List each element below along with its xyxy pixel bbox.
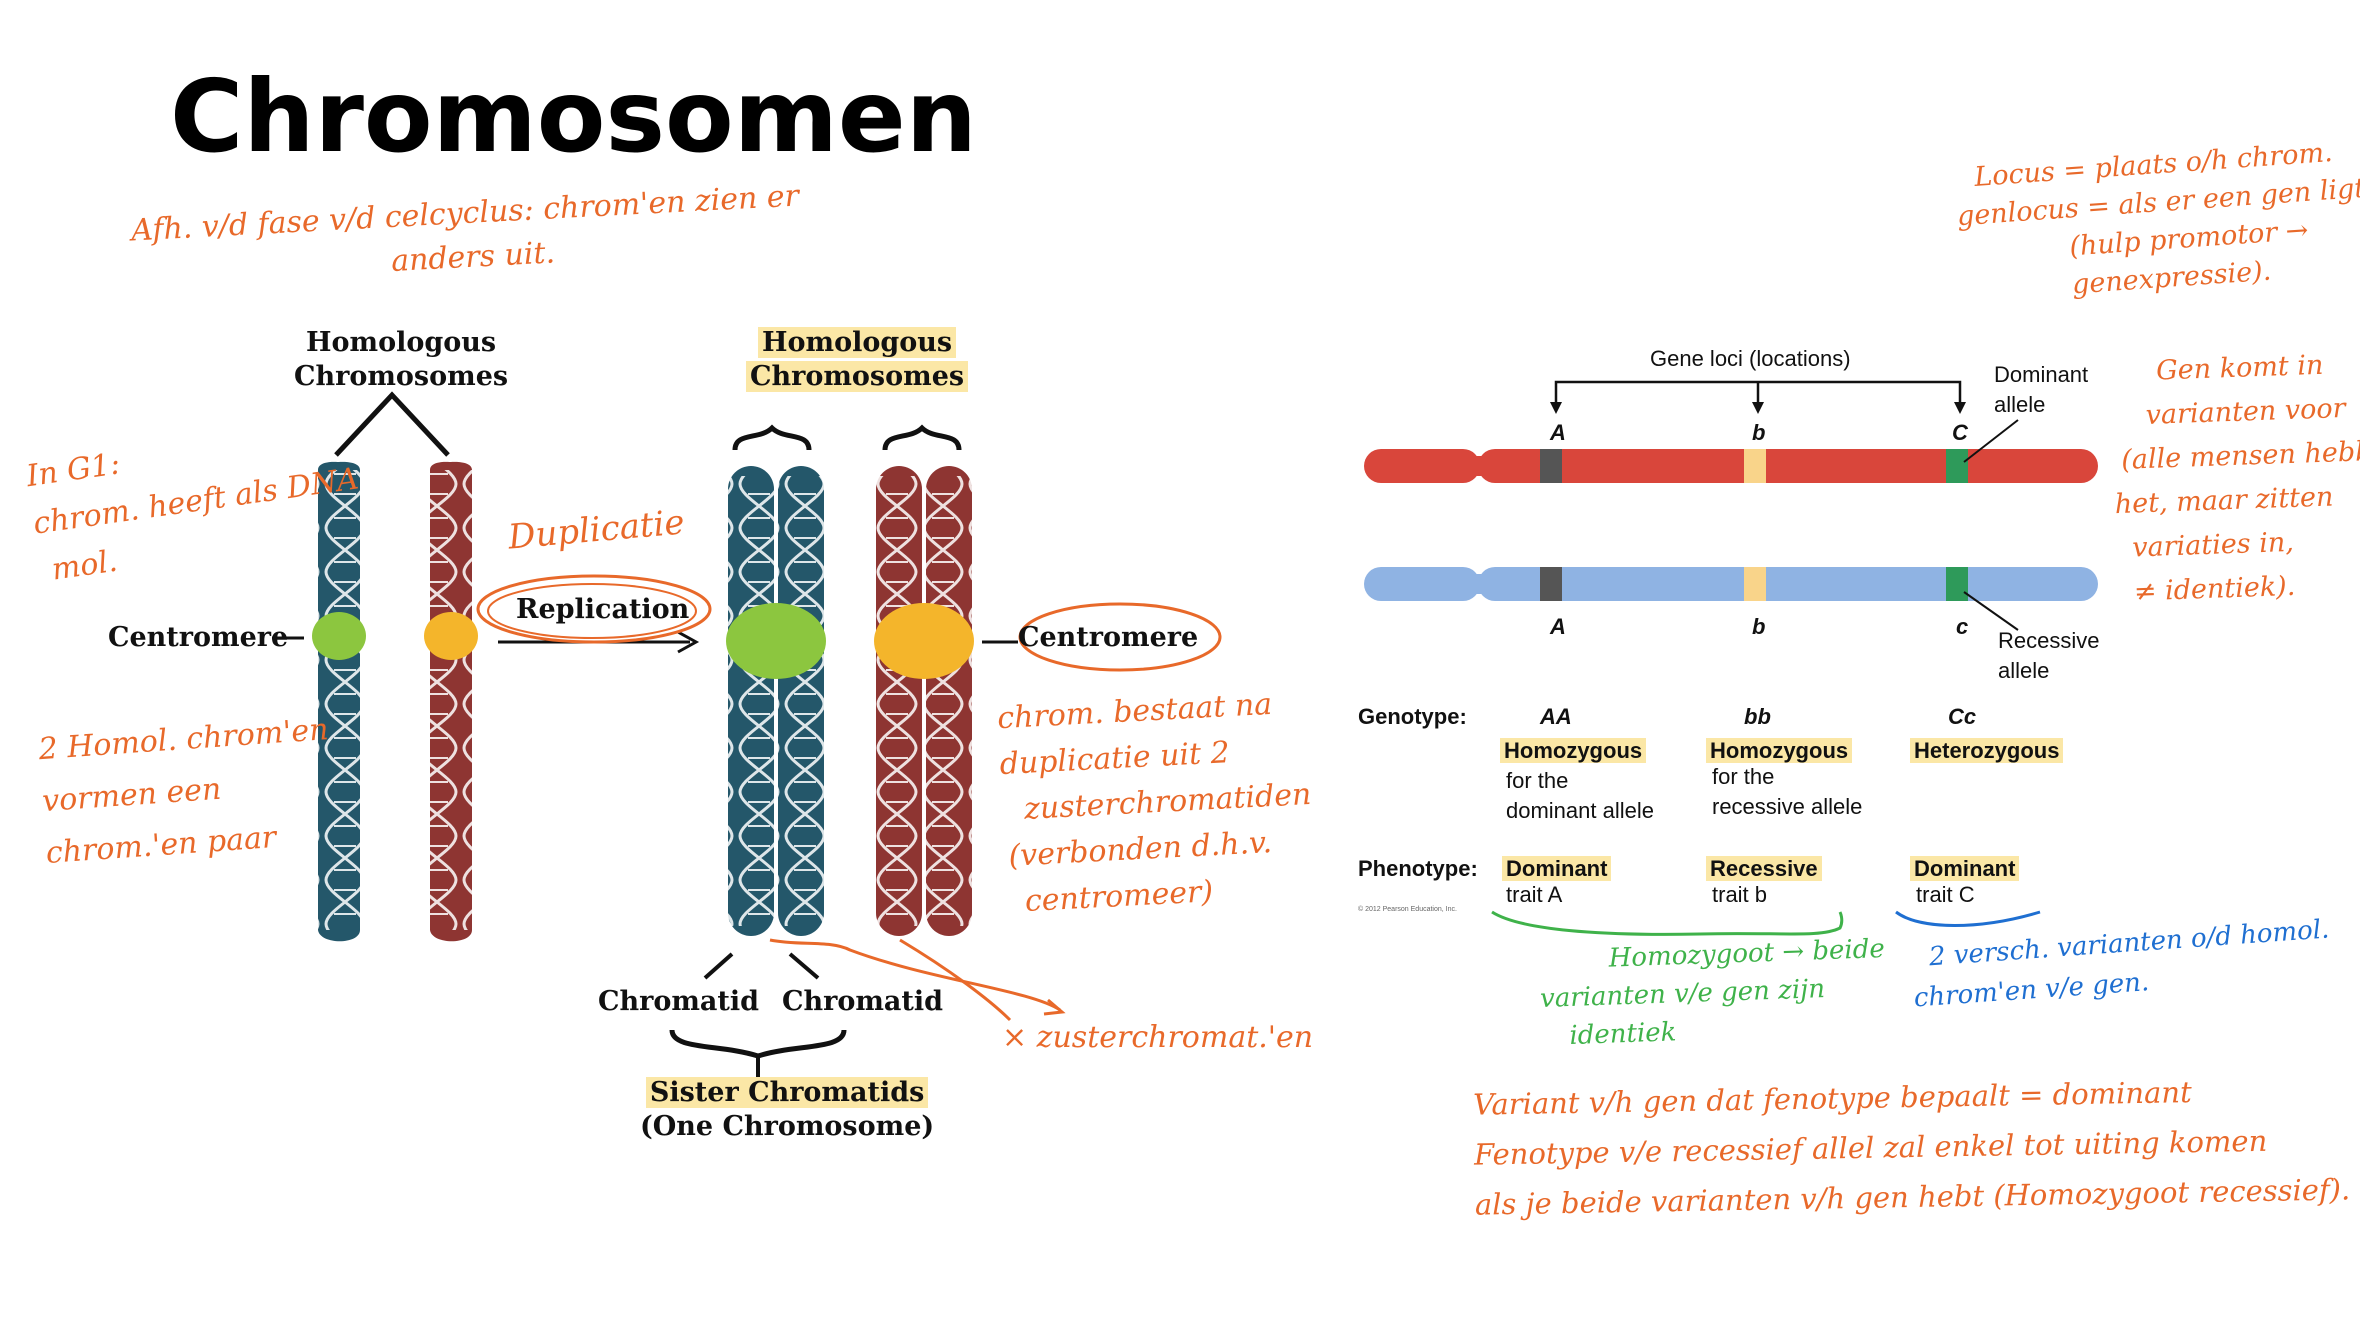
centromere-green-right [726,603,826,679]
trait-col-1: trait A [1506,882,1563,907]
phenotype-col-3: Dominant [1910,856,2020,882]
allele-top-a: A [1550,420,1566,445]
note-bottom: Variant v/h gen dat fenotype bepaalt = d… [1472,1075,2351,1222]
label-replication: Replication [516,594,690,625]
label-sister-chromatids: Sister Chromatids (One Chromosome) [640,1077,935,1142]
slide-title: Chromosomen [170,58,977,175]
zygosity-desc-col-1: for the dominant allele [1506,768,1654,823]
note-gene-variants: Gen komt in varianten voor (alle mensen … [2114,349,2360,608]
replication-arrow [476,574,712,654]
trait-col-2: trait b [1712,882,1768,907]
label-centromere-right: Centromere [1018,622,1199,653]
phenotype-col-1: Dominant [1502,856,1612,882]
label-recessive-allele: Recessive allele [1998,628,2100,683]
phenotype-col-2: Recessive [1706,856,1822,882]
note-top-right: Locus = plaats o/h chrom. genlocus = als… [1956,137,2360,301]
label-chromatid-1: Chromatid [598,986,760,1017]
label-chromatid-2: Chromatid [782,986,944,1017]
zygosity-col-3: Heterozygous [1910,738,2064,764]
note-sister-x: × zusterchromat.'en [1002,1020,1314,1055]
allele-top-c: C [1952,420,1968,445]
label-homologous-right: Homologous Chromosomes [746,326,969,394]
label-dominant-allele: Dominant allele [1994,362,2089,417]
zygosity-col-1: Homozygous [1500,738,1647,764]
braces-top [732,424,962,451]
label-phenotype: Phenotype: [1358,856,1478,881]
chromosome-blue-bar [1364,567,2098,601]
gene-loci-bracket [1550,380,1966,414]
label-genotype: Genotype: [1358,704,1467,729]
centromere-yellow-right [874,603,974,679]
chromosome-red-g1 [430,461,472,942]
allele-bottom-a: A [1550,614,1566,639]
note-chrom-consists: chrom. bestaat na duplicatie uit 2 zuste… [996,686,1313,920]
label-gene-loci: Gene loci (locations) [1650,346,1851,371]
sister-chromatids-red [876,466,972,936]
genotype-bb: bb [1744,704,1771,729]
copyright-text: © 2012 Pearson Education, Inc. [1358,906,1457,913]
genotype-cc: Cc [1948,704,1977,729]
note-homozygote: Homozygoot → beide varianten v/e gen zij… [1539,933,1886,1052]
note-homol-pair: 2 Homol. chrom'en vormen een chrom.'en p… [37,712,330,871]
label-centromere-left: Centromere [108,622,289,653]
chromosome-teal-g1 [318,461,360,942]
centromere-green-left [312,612,366,660]
allele-bottom-b: b [1752,614,1766,639]
homologous-bracket-left [334,391,450,457]
trait-col-3: trait C [1916,882,1975,907]
zygosity-desc-col-2: for the recessive allele [1712,764,1863,819]
genotype-aa: AA [1540,704,1572,729]
chromosome-red-bar [1364,449,2098,483]
allele-bottom-c: c [1956,614,1969,639]
label-homologous-left: Homologous Chromosomes [294,327,509,392]
allele-top-b: b [1752,420,1766,445]
sister-chromatids-teal [728,466,824,936]
centromere-yellow-left [424,612,478,660]
zygosity-col-2: Homozygous [1706,738,1853,764]
